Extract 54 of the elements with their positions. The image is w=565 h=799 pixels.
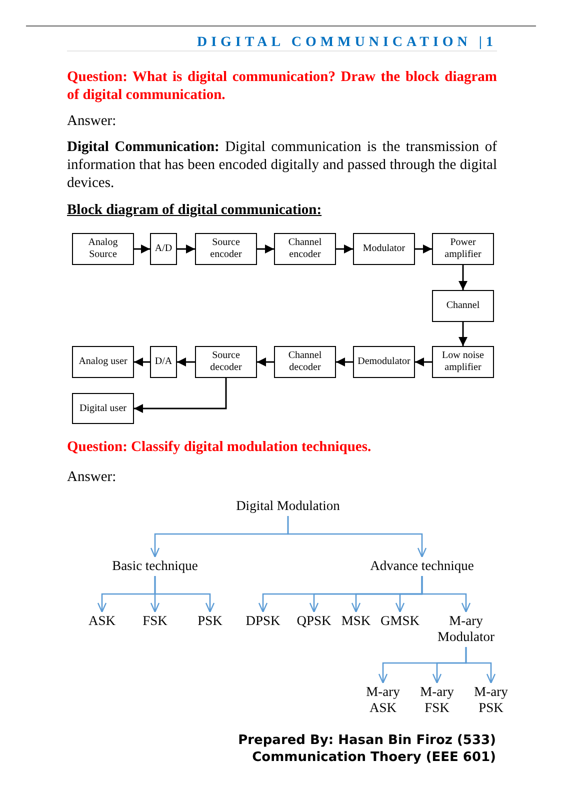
arrow [421,576,471,613]
arrow [415,244,432,254]
block-box: Analog user [72,346,134,378]
block-box: Power amplifier [432,233,494,265]
tree-node-text: M-ary ASK [361,684,405,716]
tree-node-text: QPSK [293,613,335,629]
block-box: Demodulator [353,346,415,378]
answer-label: Answer: [67,468,118,486]
tree-node-text: FSK [137,613,173,629]
block-box: Channel [432,290,494,322]
arrow [134,358,150,366]
tree-node-text: M-ary PSK [469,684,513,716]
definition-paragraph: Digital Communication: Digital communication is the transmission of information that has been encoded digitally and passed through the digital devices. [67,138,497,192]
arrow [257,244,274,254]
arrow [134,244,150,254]
block-box: Low noise amplifier [432,346,494,378]
question-heading: Question: What is digital communication? Draw the block diagram of digital communication. [67,68,497,104]
author-credit: Prepared By: Hasan Bin Firoz (533) [237,733,496,750]
arrow [177,358,195,366]
arrow [154,576,215,613]
block-box: Modulator [353,233,415,265]
arrow [458,265,468,290]
tree-node-text: ASK [84,613,120,629]
arrow [257,358,274,366]
block-box: Analog Source [72,233,134,265]
tree-node-text: DPSK [242,613,284,629]
section-heading: Block diagram of digital communication: [67,201,323,220]
tree-node-text: Advance technique [366,558,478,574]
answer-label: Answer: [67,112,118,130]
tree-node-text: M-ary Modulator [434,613,498,645]
arrow [287,516,427,558]
tree-node-text: Basic technique [103,558,207,574]
tree-node-text: MSK [338,613,374,629]
arrow [415,358,432,366]
arrow [465,647,496,684]
block-box: A/D [150,233,177,265]
question-heading: Question: Classify digital modulation techniques. [67,438,372,456]
block-box: Digital user [72,393,134,424]
arrow [177,244,195,254]
tree-node-text: M-ary FSK [415,684,459,716]
block-box: Channel encoder [274,233,336,265]
arrow [336,358,353,366]
tree-node-text: PSK [192,613,228,629]
arrow [458,322,468,346]
arrow [336,244,353,254]
tree-node-text: GMSK [378,613,422,629]
block-box: Channel decoder [274,346,336,378]
tree-node-text: Digital Modulation [226,498,350,514]
block-box: Source decoder [195,346,257,378]
arrow [134,378,227,413]
block-box: Source encoder [195,233,257,265]
course-name: Communication Thoery (EEE 601) [251,750,496,766]
running-header: DIGITAL COMMUNICATION |1 [196,34,497,52]
block-box: D/A [150,346,177,378]
